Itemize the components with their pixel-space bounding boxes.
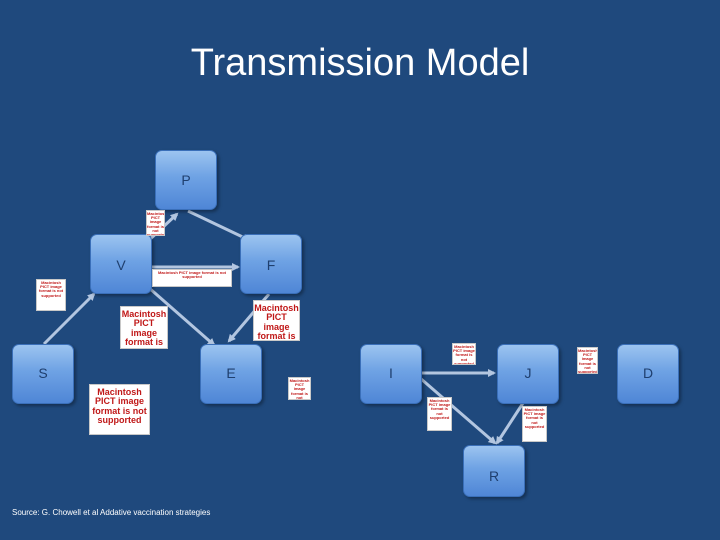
pict-placeholder-v-e: Macintosh PICT image format is not suppo… <box>120 306 168 349</box>
pict-placeholder-e-i: Macintosh PICT image format is not suppo… <box>288 377 311 400</box>
node-d-label: D <box>642 365 654 381</box>
node-d: D <box>617 344 679 404</box>
node-e-label: E <box>226 365 236 381</box>
node-v: V <box>90 234 152 294</box>
pict-placeholder-s-v: Macintosh PICT image format is not suppo… <box>36 279 66 311</box>
node-j: J <box>497 344 559 404</box>
pict-placeholder-i-j: Macintosh PICT image format is not suppo… <box>452 343 476 365</box>
pict-placeholder-f-e: Macintosh PICT image format is not suppo… <box>253 300 300 341</box>
node-f: F <box>240 234 302 294</box>
arrow-s-to-v <box>42 292 96 346</box>
pict-placeholder-s: Macintosh PICT image format is not suppo… <box>89 384 150 435</box>
pict-placeholder-j-d: Macintosh PICT image format is not suppo… <box>577 347 598 374</box>
source-citation: Source: G. Chowell et al Addative vaccin… <box>12 508 211 517</box>
pict-placeholder-j-r: Macintosh PICT image format is not suppo… <box>522 406 547 442</box>
node-j-label: J <box>524 365 532 381</box>
pict-placeholder-i-r: Macintosh PICT image format is not suppo… <box>427 397 452 431</box>
node-f-label: F <box>266 257 276 273</box>
node-r-label: R <box>488 468 500 484</box>
arrow-p-to-f <box>187 209 251 242</box>
slide-title: Transmission Model <box>190 42 530 84</box>
node-v-label: V <box>116 257 126 273</box>
node-r: R <box>463 445 525 497</box>
pict-placeholder-v-f: Macintosh PICT image format is not suppo… <box>152 269 232 287</box>
node-p-label: P <box>181 172 191 188</box>
arrow-j-to-r <box>495 399 527 445</box>
pict-placeholder-p-v: Macintosh PICT image format is not suppo… <box>146 210 165 236</box>
node-i-label: I <box>389 365 393 381</box>
node-e: E <box>200 344 262 404</box>
node-p: P <box>155 150 217 210</box>
node-s-label: S <box>38 365 48 381</box>
arrow-i-to-r <box>419 376 497 445</box>
node-s: S <box>12 344 74 404</box>
node-i: I <box>360 344 422 404</box>
arrow-v-to-e <box>147 285 216 347</box>
